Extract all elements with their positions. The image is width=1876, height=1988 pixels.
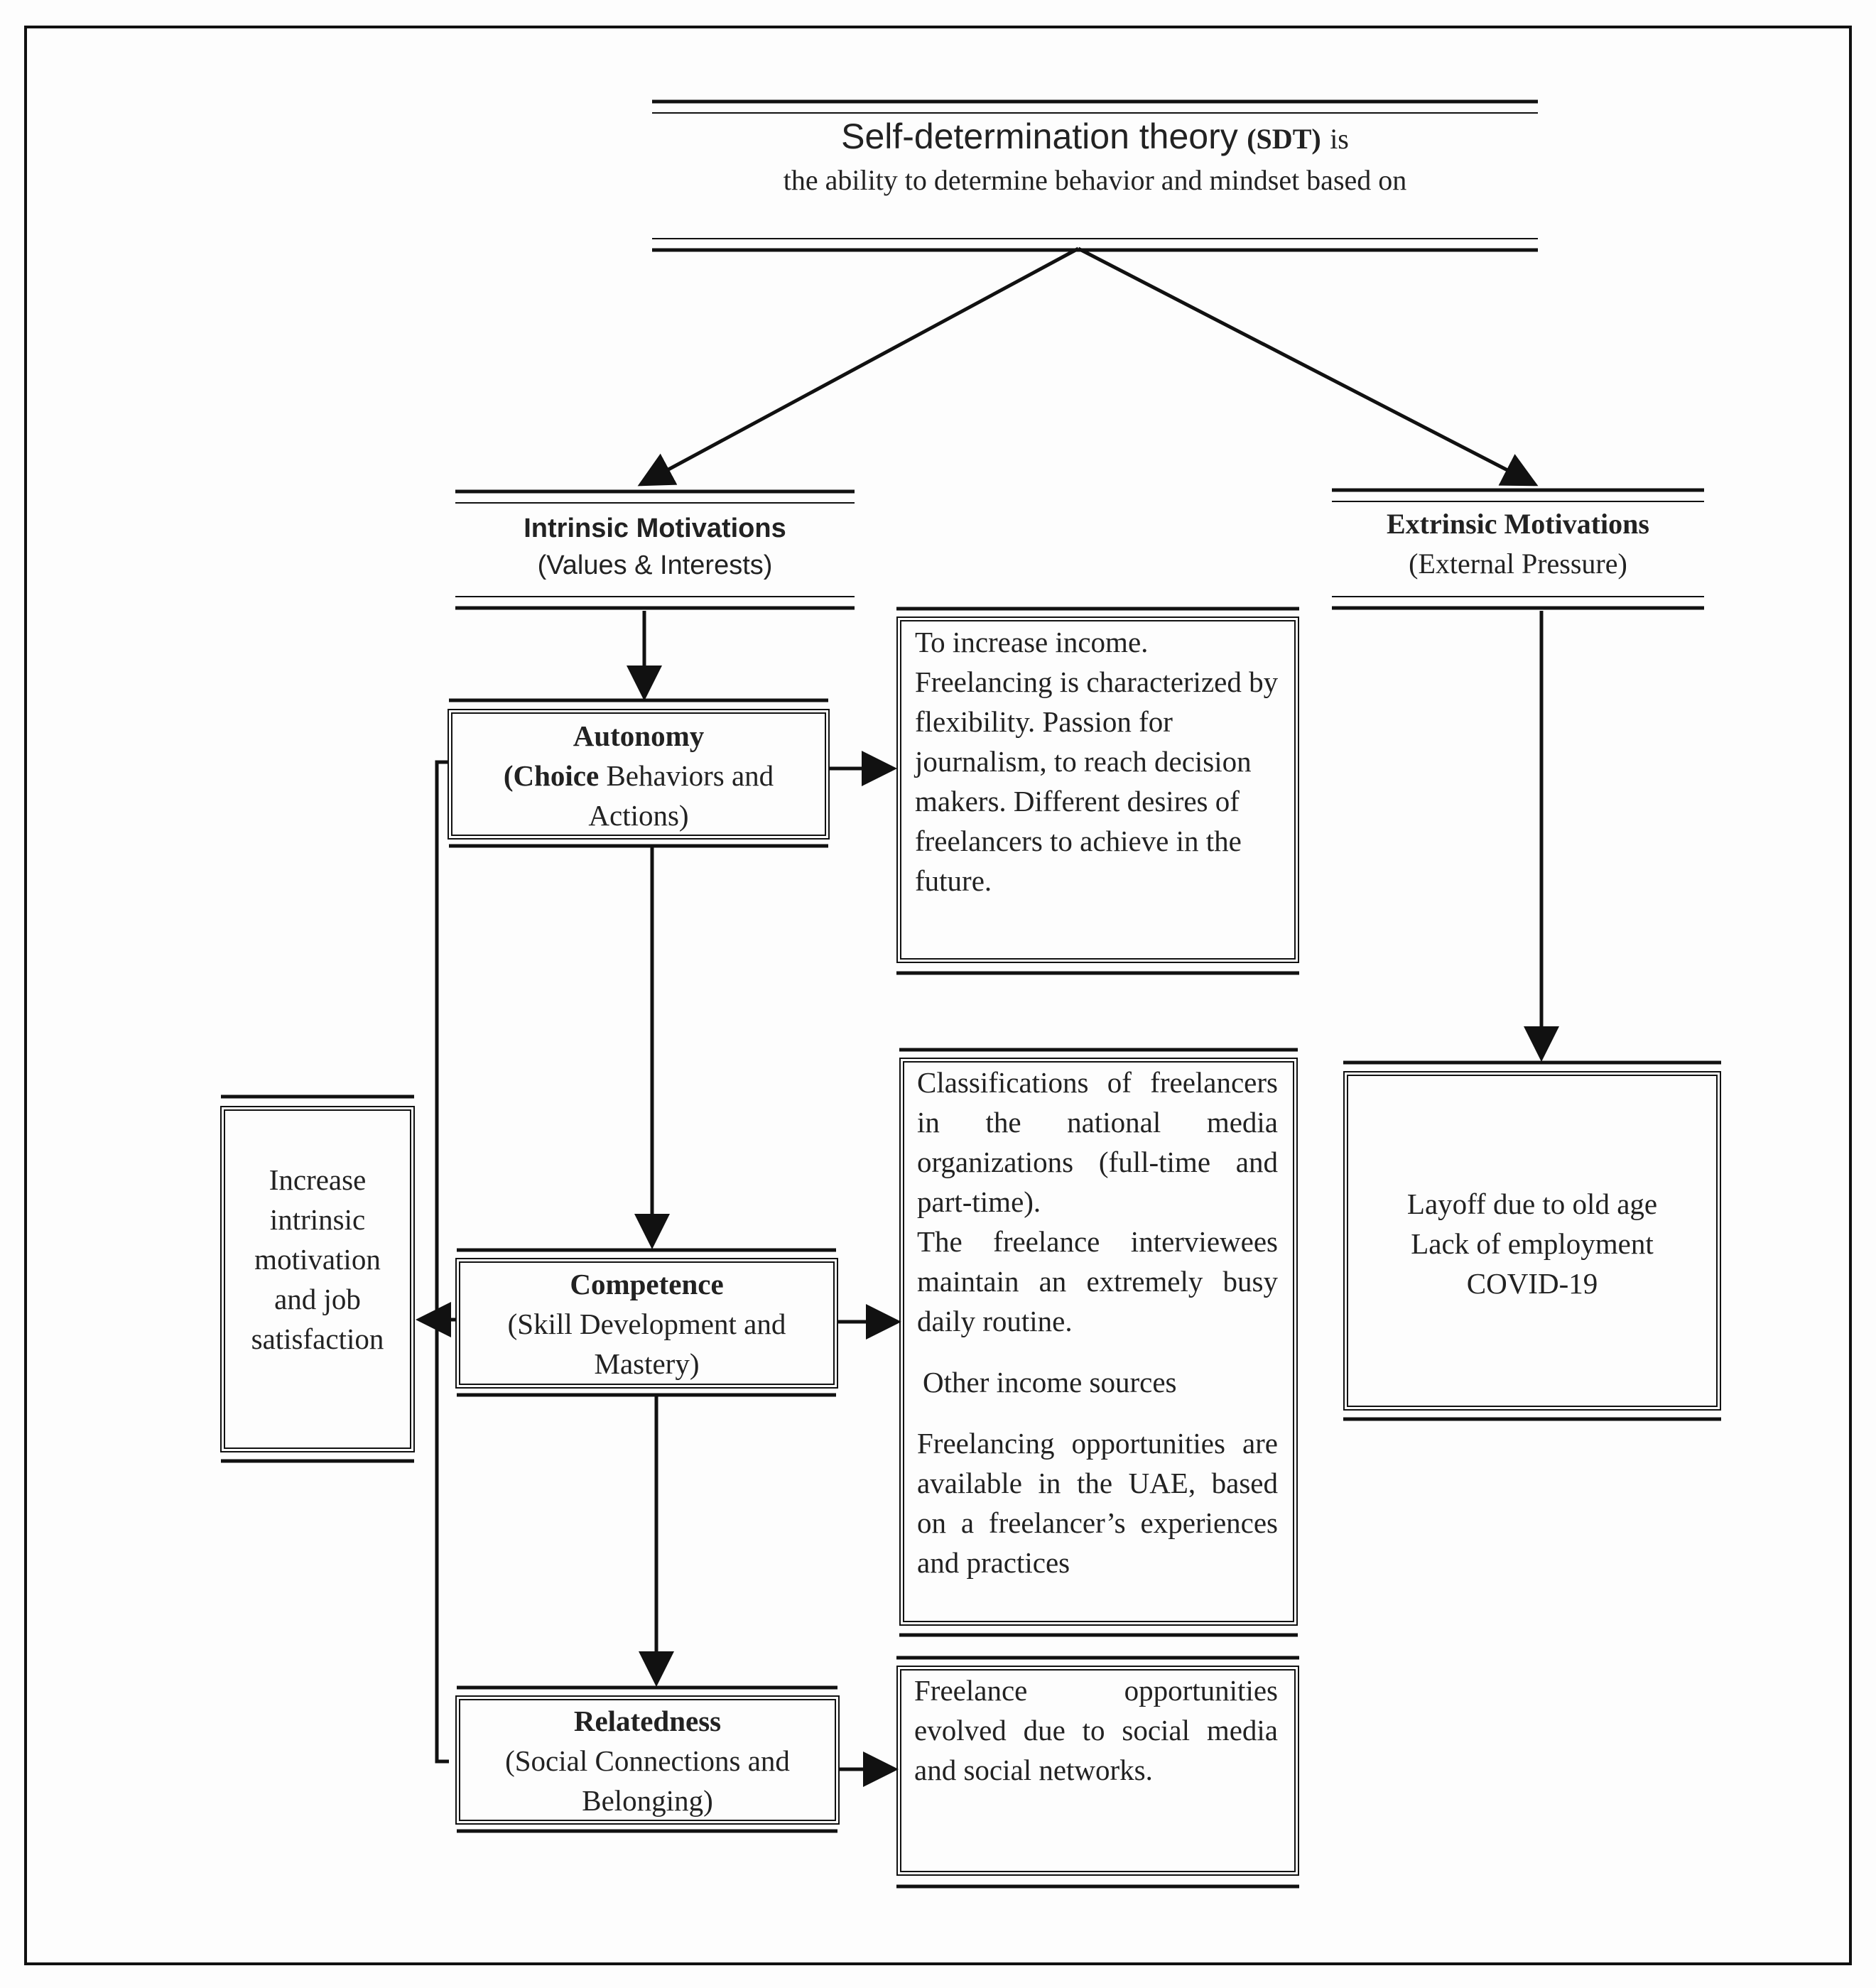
competence-detail-para4: Freelancing opportunities are available … [917, 1427, 1278, 1579]
outcome-line5: satisfaction [251, 1322, 384, 1355]
competence-title: Competence [570, 1268, 724, 1300]
outcome-line1: Increase [269, 1163, 367, 1196]
extrinsic-motivations-block: Extrinsic Motivations (External Pressure… [1332, 504, 1704, 592]
arrow-title-to-extrinsic [1077, 246, 1539, 487]
autonomy-detail-box: To increase income. Freelancing is chara… [915, 622, 1286, 956]
arrow-title-to-intrinsic [637, 246, 1080, 487]
competence-detail-frame [899, 1048, 1298, 1637]
title-bars [652, 99, 1538, 252]
autonomy-line2: (Choice Behaviors and [452, 756, 825, 795]
outcome-line3: motivation [254, 1243, 381, 1276]
intrinsic-bars [455, 489, 855, 610]
competence-detail-para2: The freelance interviewees maintain an e… [917, 1225, 1278, 1337]
connector-arrows [416, 246, 1559, 1787]
extrinsic-detail-line2: Lack of employment [1411, 1227, 1654, 1260]
extrinsic-detail-box: Layoff due to old age Lack of employment… [1348, 1184, 1717, 1312]
autonomy-detail-frame [896, 607, 1299, 975]
relatedness-detail-text: Freelance opportunities evolved due to s… [914, 1674, 1278, 1786]
autonomy-detail-text: To increase income. Freelancing is chara… [915, 626, 1279, 897]
feedback-bracket [435, 760, 449, 1764]
outer-frame [24, 26, 1852, 1965]
relatedness-line3: Belonging) [582, 1784, 713, 1817]
competence-box: Competence (Skill Development and Master… [460, 1264, 834, 1384]
autonomy-box: Autonomy (Choice Behaviors and Actions) [452, 716, 825, 835]
autonomy-behaviors: Behaviors and [606, 759, 774, 792]
intrinsic-title: Intrinsic Motivations [524, 514, 786, 543]
relatedness-title: Relatedness [573, 1705, 722, 1737]
outcome-line2: intrinsic [269, 1203, 366, 1236]
relatedness-box-frame [455, 1685, 840, 1833]
extrinsic-detail-frame [1343, 1060, 1721, 1421]
competence-detail-para1: Classifications of freelancers in the na… [917, 1066, 1278, 1218]
extrinsic-subtitle: (External Pressure) [1409, 548, 1627, 580]
sdt-title-abbr: (SDT) [1247, 123, 1321, 155]
sdt-subtitle: the ability to determine behavior and mi… [783, 164, 1407, 196]
autonomy-title: Autonomy [573, 719, 705, 752]
competence-detail-box: Classifications of freelancers in the na… [917, 1063, 1278, 1621]
sdt-title-block: Self-determination theory (SDT) is the a… [652, 114, 1538, 234]
sdt-title-line: Self-determination theory (SDT) is [652, 115, 1538, 161]
competence-line3: Mastery) [594, 1347, 700, 1380]
competence-box-frame [455, 1248, 838, 1397]
outcome-box-frame [220, 1095, 415, 1463]
relatedness-detail-box: Freelance opportunities evolved due to s… [914, 1671, 1278, 1869]
extrinsic-title: Extrinsic Motivations [1387, 508, 1649, 540]
competence-line2: (Skill Development and [507, 1308, 786, 1340]
extrinsic-detail-line1: Layoff due to old age [1406, 1188, 1658, 1220]
intrinsic-subtitle: (Values & Interests) [537, 550, 773, 580]
intrinsic-motivations-block: Intrinsic Motivations (Values & Interest… [455, 510, 855, 592]
relatedness-line2: (Social Connections and [505, 1744, 790, 1777]
autonomy-line3: Actions) [588, 799, 689, 832]
relatedness-box: Relatedness (Social Connections and Belo… [460, 1701, 835, 1820]
sdt-title-tail: is [1330, 123, 1349, 155]
sdt-title-main: Self-determination theory [841, 116, 1238, 156]
outcome-box: Increase intrinsic motivation and job sa… [224, 1160, 411, 1373]
autonomy-choice: (Choice [503, 759, 600, 792]
outcome-line4: and job [274, 1283, 361, 1315]
extrinsic-bars [1332, 488, 1704, 610]
extrinsic-detail-line3: COVID-19 [1466, 1267, 1598, 1300]
competence-detail-para3: Other income sources [923, 1366, 1177, 1398]
